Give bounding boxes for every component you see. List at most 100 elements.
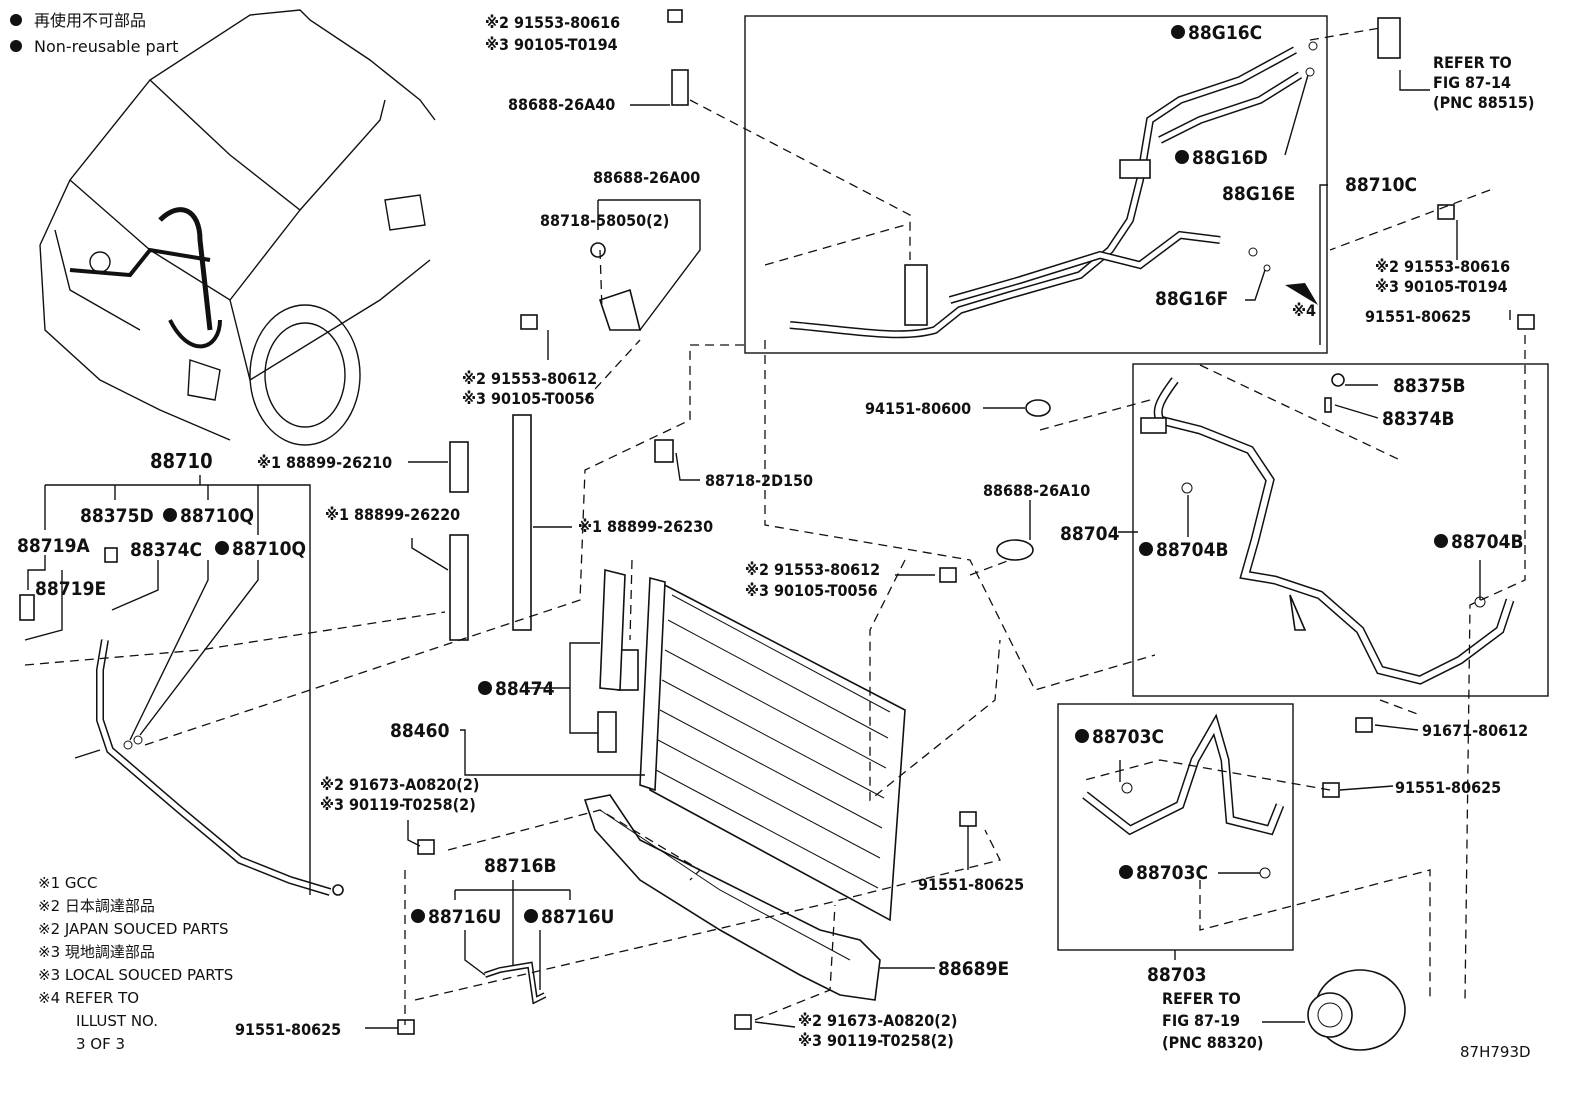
non-reusable-dot-icon xyxy=(215,541,229,555)
label-88719e: 88719E xyxy=(35,578,106,600)
hose-88704-box xyxy=(1132,363,1549,697)
bolt-icon xyxy=(1322,782,1340,798)
leader-lines xyxy=(24,70,1511,1029)
bolt-icon xyxy=(520,314,538,330)
footnote-1: ※1 GCC xyxy=(38,874,97,892)
label-bolt-91553-80616-b: ※2 91553-80616 xyxy=(1375,257,1510,276)
label-88704: 88704 xyxy=(1060,523,1120,545)
footnote-6: ※4 REFER TO xyxy=(38,989,139,1007)
label-88374c: 88374C xyxy=(130,539,202,561)
bolt-icon xyxy=(667,9,683,23)
label-91671-80612: 91671-80612 xyxy=(1422,721,1528,740)
footnote-5: ※3 LOCAL SOUCED PARTS xyxy=(38,966,233,984)
non-reusable-dot-icon xyxy=(1139,542,1153,556)
ref-top-line3: (PNC 88515) xyxy=(1433,93,1534,112)
legend-en: Non-reusable part xyxy=(34,37,178,56)
label-88375b: 88375B xyxy=(1393,375,1466,397)
label-88703: 88703 xyxy=(1147,964,1206,986)
label-88899-26220: ※1 88899-26220 xyxy=(325,505,460,524)
label-88716u-1: 88716U xyxy=(428,906,501,928)
non-reusable-dot-icon xyxy=(1175,150,1189,164)
label-88703c-1: 88703C xyxy=(1092,726,1164,748)
non-reusable-dot-icon xyxy=(524,909,538,923)
non-reusable-dot-icon xyxy=(1434,534,1448,548)
illustration-id: 87H793D xyxy=(1460,1043,1531,1061)
label-94151-80600: 94151-80600 xyxy=(865,399,971,418)
footnote-4: ※3 現地調達部品 xyxy=(38,943,155,961)
label-88g16f: 88G16F xyxy=(1155,288,1228,310)
label-88703c-2: 88703C xyxy=(1136,862,1208,884)
label-88710q-2: 88710Q xyxy=(232,538,306,560)
label-88710q-1: 88710Q xyxy=(180,505,254,527)
label-88689e: 88689E xyxy=(938,958,1009,980)
label-88g16d: 88G16D xyxy=(1192,147,1268,169)
non-reusable-dot-icon xyxy=(1119,865,1133,879)
bolt-icon xyxy=(1355,717,1373,733)
footnote-7: ILLUST NO. xyxy=(76,1012,158,1030)
label-bolt-90105-t0194: ※3 90105-T0194 xyxy=(485,35,618,54)
label-bolt-90119-t0258: ※3 90119-T0258(2) xyxy=(320,795,476,814)
ref-top-line1: REFER TO xyxy=(1433,53,1512,72)
non-reusable-dot-icon xyxy=(10,14,22,26)
non-reusable-dot-icon xyxy=(10,40,22,52)
footnote-8: 3 OF 3 xyxy=(76,1035,125,1053)
dashed-connectors xyxy=(24,27,1526,1025)
bolt-icon xyxy=(734,1014,752,1030)
bolt-icon xyxy=(939,567,957,583)
label-bolt-91553-80616: ※2 91553-80616 xyxy=(485,13,620,32)
part-labels: ※2 91553-80616 ※3 90105-T0194 88688-26A4… xyxy=(17,13,1534,1061)
label-88688-26a00: 88688-26A00 xyxy=(593,168,700,187)
ref-bottom-line3: (PNC 88320) xyxy=(1162,1033,1263,1052)
footnote-2: ※2 日本調達部品 xyxy=(38,897,155,915)
label-88718-2d150: 88718-2D150 xyxy=(705,471,813,490)
label-bolt-91673-a0820-b: ※2 91673-A0820(2) xyxy=(798,1011,957,1030)
label-88710: 88710 xyxy=(150,449,213,473)
label-88718-58050: 88718-58050(2) xyxy=(540,211,669,230)
pipe-88710-drawing xyxy=(19,547,344,896)
label-91551-80625-a: 91551-80625 xyxy=(1365,307,1471,326)
label-88g16e: 88G16E xyxy=(1222,183,1295,205)
legend: 再使用不可部品 Non-reusable part xyxy=(10,11,178,56)
non-reusable-dot-icon xyxy=(1171,25,1185,39)
seal-88899-26220 xyxy=(449,534,469,641)
footnotes: ※1 GCC ※2 日本調達部品 ※2 JAPAN SOUCED PARTS ※… xyxy=(38,874,233,1053)
hose-88704-drawing xyxy=(1140,373,1515,685)
label-88460: 88460 xyxy=(390,720,450,742)
label-91551-80625-b: 91551-80625 xyxy=(235,1020,341,1039)
label-88688-26a40: 88688-26A40 xyxy=(508,95,615,114)
bracket-88689e-drawing xyxy=(583,794,881,1001)
label-88716u-2: 88716U xyxy=(541,906,614,928)
label-bolt-91553-80612: ※2 91553-80612 xyxy=(462,369,597,388)
label-ref4: ※4 xyxy=(1292,301,1316,320)
non-reusable-dot-icon xyxy=(163,508,177,522)
label-88899-26210: ※1 88899-26210 xyxy=(257,453,392,472)
label-bolt-90105-t0194-b: ※3 90105-T0194 xyxy=(1375,277,1508,296)
non-reusable-dot-icon xyxy=(1075,729,1089,743)
label-88716b: 88716B xyxy=(484,855,557,877)
non-reusable-dot-icon xyxy=(478,681,492,695)
label-88375d: 88375D xyxy=(80,505,154,527)
label-bolt-90105-t0056: ※3 90105-T0056 xyxy=(462,389,595,408)
label-91551-80625-d: 91551-80625 xyxy=(1395,778,1501,797)
label-bolt-90119-t0258-b: ※3 90119-T0258(2) xyxy=(798,1031,954,1050)
label-88374b: 88374B xyxy=(1382,408,1455,430)
label-88899-26230: ※1 88899-26230 xyxy=(578,517,713,536)
footnote-3: ※2 JAPAN SOUCED PARTS xyxy=(38,920,229,938)
bolt-icon xyxy=(959,811,977,827)
condenser-drawing xyxy=(597,568,906,922)
label-bolt-91553-80612-b: ※2 91553-80612 xyxy=(745,560,880,579)
pipe-88716b-drawing xyxy=(484,961,547,1005)
bolt-icon xyxy=(417,839,435,855)
label-88704b-2: 88704B xyxy=(1451,531,1524,553)
label-88719a: 88719A xyxy=(17,535,90,557)
label-88704b-1: 88704B xyxy=(1156,539,1229,561)
hose-88703-drawing xyxy=(1082,713,1285,879)
bolt-icon xyxy=(397,1019,415,1035)
label-88474: 88474 xyxy=(495,678,555,700)
bolts xyxy=(397,9,1535,1051)
ref-bottom-line1: REFER TO xyxy=(1162,989,1241,1008)
seal-88899-26210 xyxy=(449,441,469,493)
label-91551-80625-c: 91551-80625 xyxy=(918,875,1024,894)
non-reusable-dot-icon xyxy=(411,909,425,923)
